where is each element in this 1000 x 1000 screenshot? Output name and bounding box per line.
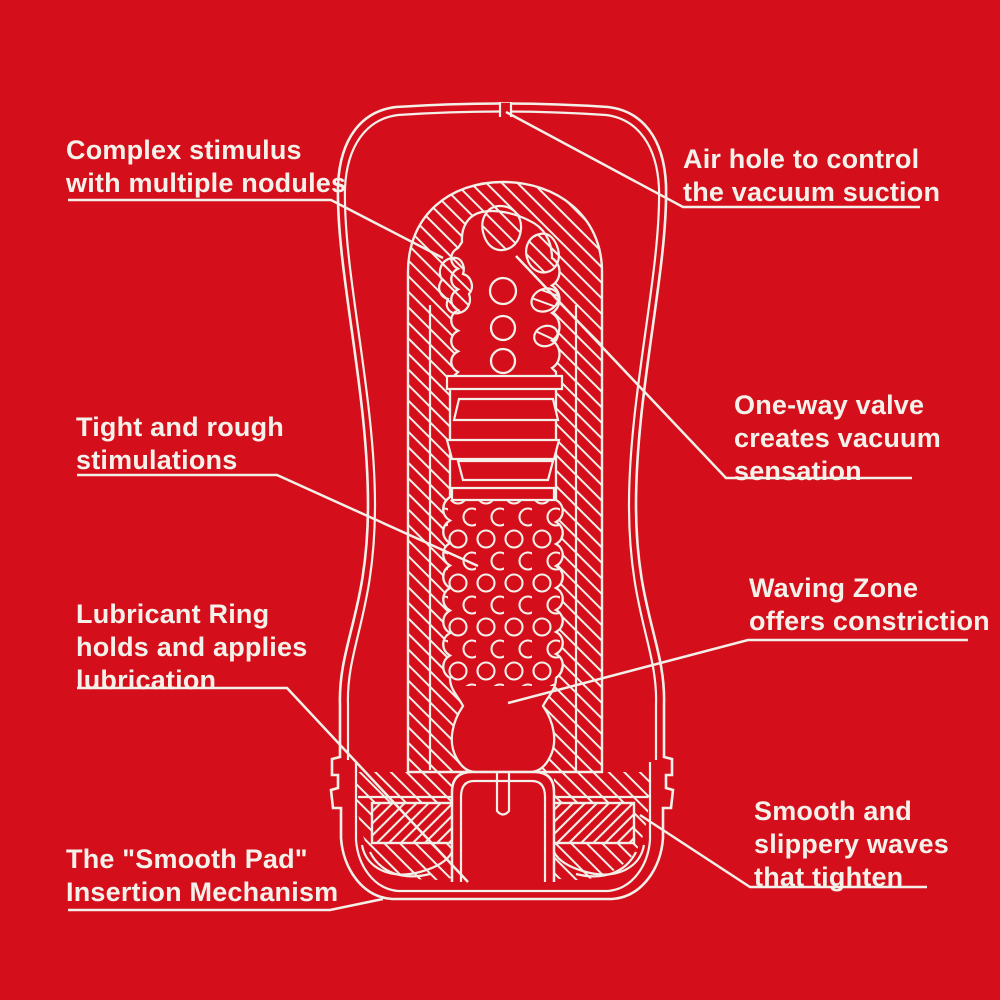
leader-complex-stimulus	[68, 198, 444, 260]
label-waving-zone: Waving Zone offers constriction	[749, 573, 990, 636]
air-hole	[498, 102, 513, 118]
base-assembly	[356, 770, 650, 882]
leader-one-way-valve	[515, 255, 912, 480]
nodules	[438, 204, 560, 348]
valve-disc	[445, 438, 561, 461]
lubricant-ring-pads	[370, 801, 636, 845]
label-tight-rough: Tight and rough stimulations	[76, 412, 284, 475]
leader-smooth-slippery	[639, 813, 927, 889]
leader-waving-zone	[507, 638, 968, 705]
rough-dots-zone	[444, 500, 562, 686]
slot-notch	[495, 773, 511, 816]
leader-smooth-pad	[68, 897, 384, 912]
nodule-finger-lower	[533, 324, 559, 348]
valve-disc	[445, 374, 564, 391]
label-smooth-slippery: Smooth and slippery waves that tighten	[754, 796, 949, 892]
valve-disc	[452, 397, 560, 422]
one-way-valve-discs	[445, 374, 564, 502]
bubble-bottom	[489, 347, 517, 375]
nodule-teardrop-left	[481, 204, 523, 252]
bubble-top	[488, 276, 518, 306]
label-air-hole: Air hole to control the vacuum suction	[683, 144, 941, 207]
valve-disc	[450, 486, 556, 502]
leader-tight-rough	[77, 473, 479, 568]
label-smooth-pad: The "Smooth Pad" Insertion Mechanism	[66, 844, 339, 907]
label-lubricant-ring: Lubricant Ring holds and applies lubrica…	[76, 599, 308, 695]
valve-disc	[456, 459, 555, 482]
bubble-middle	[489, 314, 517, 342]
slot-outer	[450, 770, 556, 882]
nodule-cloud-left	[438, 256, 473, 315]
insertion-slot	[450, 770, 556, 882]
leader-lines	[68, 110, 968, 912]
base-inner-shell	[354, 762, 652, 893]
vacuum-bubbles	[488, 276, 518, 375]
smooth-pad-petals	[360, 844, 646, 878]
cup-outer-outline	[329, 102, 675, 901]
lubricant-pad-left	[370, 801, 460, 845]
leader-air-hole	[505, 110, 920, 209]
nodule-teardrop-right	[525, 232, 560, 274]
label-one-way-valve: One-way valve creates vacuum sensation	[734, 390, 941, 486]
slot-inner	[459, 779, 547, 882]
label-complex-stimulus: Complex stimulus with multiple nodules	[66, 135, 347, 198]
lubricant-pad-right	[546, 801, 636, 845]
leader-lubricant-ring	[77, 686, 469, 883]
